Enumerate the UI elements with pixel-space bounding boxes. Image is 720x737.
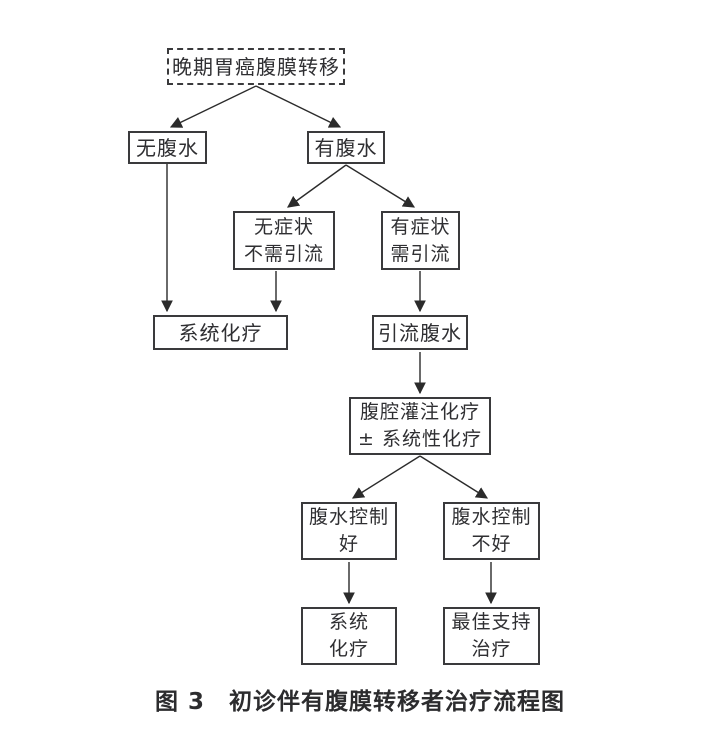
arrow-ascites-to-symptomatic	[345, 164, 416, 208]
node-systemic-chemotherapy-2: 系统 化疗	[301, 607, 397, 665]
arrow-ip-chemo-to-controlled	[351, 455, 421, 499]
arrow-root-to-no-ascites	[169, 85, 257, 128]
arrow-ip-chemo-to-uncontrolled	[419, 455, 489, 499]
node-advanced-gastric-cancer-peritoneal-metastasis: 晚期胃癌腹膜转移	[167, 48, 345, 85]
node-ascites-well-controlled: 腹水控制 好	[301, 502, 397, 560]
arrow-root-to-ascites	[255, 85, 342, 128]
node-drain-ascites: 引流腹水	[372, 315, 468, 350]
node-ascites: 有腹水	[307, 131, 385, 164]
node-symptomatic-drainage-needed: 有症状 需引流	[381, 211, 460, 270]
node-intraperitoneal-chemo-plus-systemic-chemo: 腹腔灌注化疗 ± 系统性化疗	[349, 397, 491, 455]
figure-caption: 图 3 初诊伴有腹膜转移者治疗流程图	[154, 689, 565, 715]
node-no-ascites: 无腹水	[128, 131, 207, 164]
node-ascites-poorly-controlled: 腹水控制 不好	[443, 502, 540, 560]
node-best-supportive-care: 最佳支持 治疗	[443, 607, 540, 665]
arrow-ascites-to-asymptomatic	[287, 164, 347, 208]
node-systemic-chemotherapy: 系统化疗	[153, 315, 288, 350]
node-asymptomatic-no-drainage-needed: 无症状 不需引流	[233, 211, 335, 270]
